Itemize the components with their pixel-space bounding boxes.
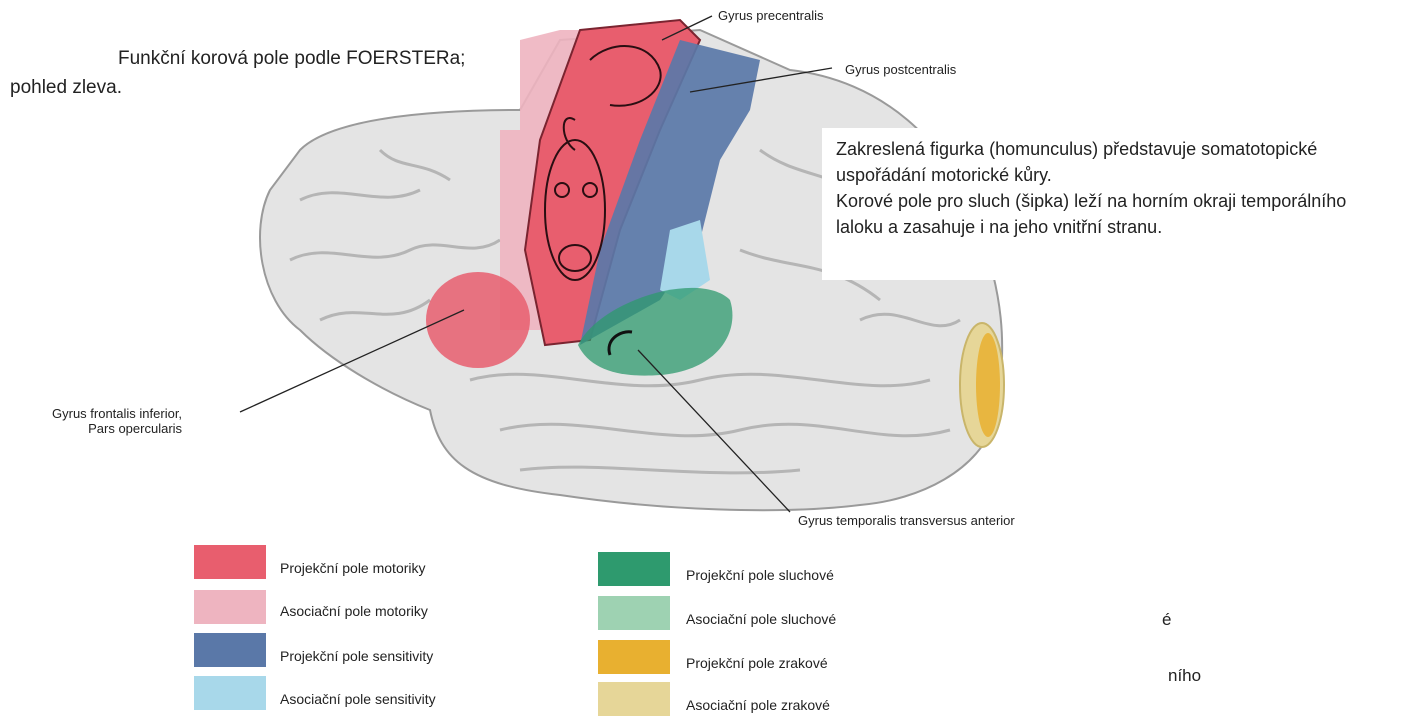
legend-swatch-6 bbox=[598, 640, 670, 674]
label-gyrus-precentralis: Gyrus precentralis bbox=[718, 8, 823, 23]
legend-label-2: Projekční pole sensitivity bbox=[280, 648, 433, 664]
label-frontalis-line1: Gyrus frontalis inferior, bbox=[52, 406, 182, 421]
legend-label-7: Asociační pole zrakové bbox=[686, 697, 830, 713]
legend-swatch-7 bbox=[598, 682, 670, 716]
visual-projection-area bbox=[976, 333, 1000, 437]
legend-label-0: Projekční pole motoriky bbox=[280, 560, 426, 576]
legend-swatch-3 bbox=[194, 676, 266, 710]
legend-label-1: Asociační pole motoriky bbox=[280, 603, 428, 619]
legend-swatch-5 bbox=[598, 596, 670, 630]
page-title: Funkční korová pole podle FOERSTERa; bbox=[118, 44, 465, 74]
legend-label-4: Projekční pole sluchové bbox=[686, 567, 834, 583]
legend-swatch-4 bbox=[598, 552, 670, 586]
legend-swatch-0 bbox=[194, 545, 266, 579]
legend-swatch-1 bbox=[194, 590, 266, 624]
label-frontalis-line2: Pars opercularis bbox=[52, 421, 182, 436]
note-line-1: Zakreslená figurka (homunculus) představ… bbox=[836, 136, 1346, 162]
label-gyrus-frontalis-inferior: Gyrus frontalis inferior, Pars opercular… bbox=[52, 406, 182, 436]
text-fragment-2: ního bbox=[1168, 666, 1201, 686]
legend-label-6: Projekční pole zrakové bbox=[686, 655, 828, 671]
description-note: Zakreslená figurka (homunculus) představ… bbox=[832, 134, 1350, 242]
legend-swatch-2 bbox=[194, 633, 266, 667]
page-subtitle: pohled zleva. bbox=[10, 76, 122, 100]
label-gyrus-postcentralis: Gyrus postcentralis bbox=[845, 62, 956, 77]
legend-label-3: Asociační pole sensitivity bbox=[280, 691, 436, 707]
brain-illustration bbox=[0, 0, 1426, 560]
label-gyrus-temporalis: Gyrus temporalis transversus anterior bbox=[798, 513, 1015, 528]
note-line-4: laloku a zasahuje i na jeho vnitřní stra… bbox=[836, 214, 1346, 240]
text-fragment-1: é bbox=[1162, 610, 1171, 630]
note-line-3: Korové pole pro sluch (šipka) leží na ho… bbox=[836, 188, 1346, 214]
legend-label-5: Asociační pole sluchové bbox=[686, 611, 836, 627]
note-line-2: uspořádání motorické kůry. bbox=[836, 162, 1346, 188]
